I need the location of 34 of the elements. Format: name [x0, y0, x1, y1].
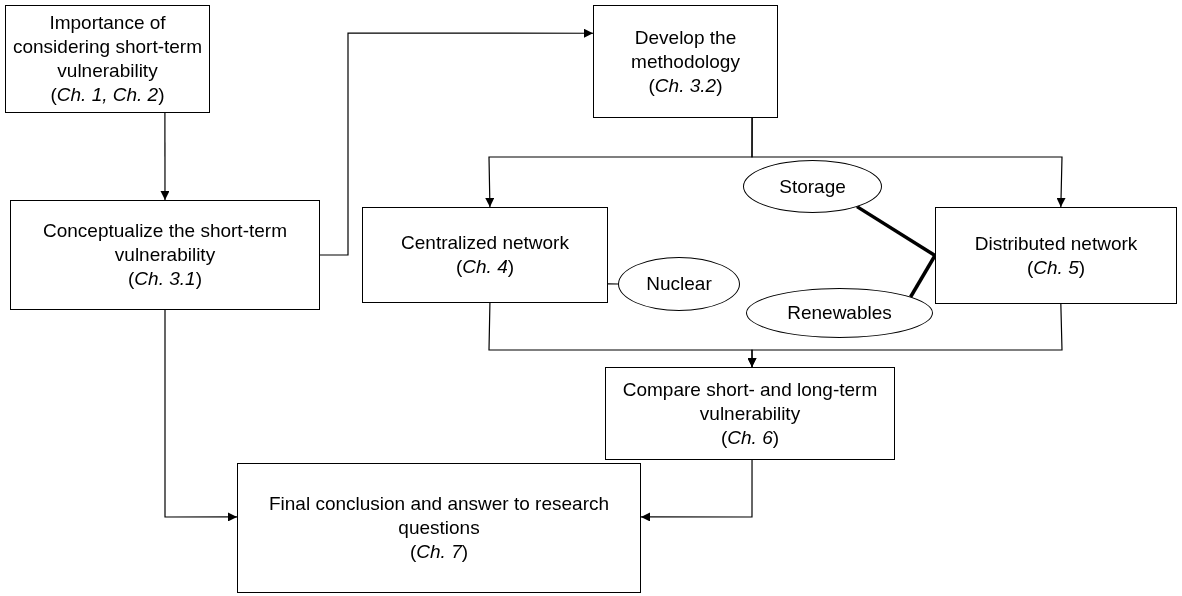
process-box [593, 5, 778, 118]
chapter-reference: (Ch. 6) [720, 425, 780, 450]
process-box [10, 200, 320, 310]
node-label: Distributed network [974, 231, 1138, 256]
node-label: Centralized network [401, 231, 569, 255]
ellipse-node [746, 288, 933, 338]
node-label: Renewables [787, 301, 892, 325]
chapter-reference: (Ch. 3.1) [128, 267, 202, 291]
connector-line [856, 205, 936, 257]
chapter-reference: (Ch. 3.2) [648, 73, 723, 98]
arrow [640, 459, 753, 522]
arrow [751, 117, 1066, 208]
arrow [164, 309, 238, 522]
arrow [319, 28, 594, 256]
chapter-reference: (Ch. 7) [409, 540, 469, 564]
arrow [747, 303, 1063, 368]
node-label: Nuclear [646, 272, 712, 296]
process-box [5, 5, 210, 113]
chapter-reference: (Ch. 5) [1026, 255, 1086, 280]
chapter-reference: (Ch. 4) [455, 255, 515, 279]
chapter-reference: (Ch. 1, Ch. 2) [50, 83, 165, 107]
node-label: Storage [779, 174, 846, 199]
connector-line [909, 254, 937, 298]
node-label: Develop the methodology [630, 25, 741, 74]
process-box [362, 207, 608, 303]
connector-line [607, 283, 619, 285]
node-label: Conceptualize the short-term vulnerability [42, 219, 288, 267]
process-box [935, 207, 1177, 304]
arrow [160, 112, 170, 201]
node-label: Compare short- and long-term vulnerability [621, 377, 879, 426]
node-label: Final conclusion and answer to research questions [267, 492, 611, 540]
node-label: Importance of considering short-term vulnerability [12, 11, 203, 83]
process-box [605, 367, 895, 460]
process-box [237, 463, 641, 593]
